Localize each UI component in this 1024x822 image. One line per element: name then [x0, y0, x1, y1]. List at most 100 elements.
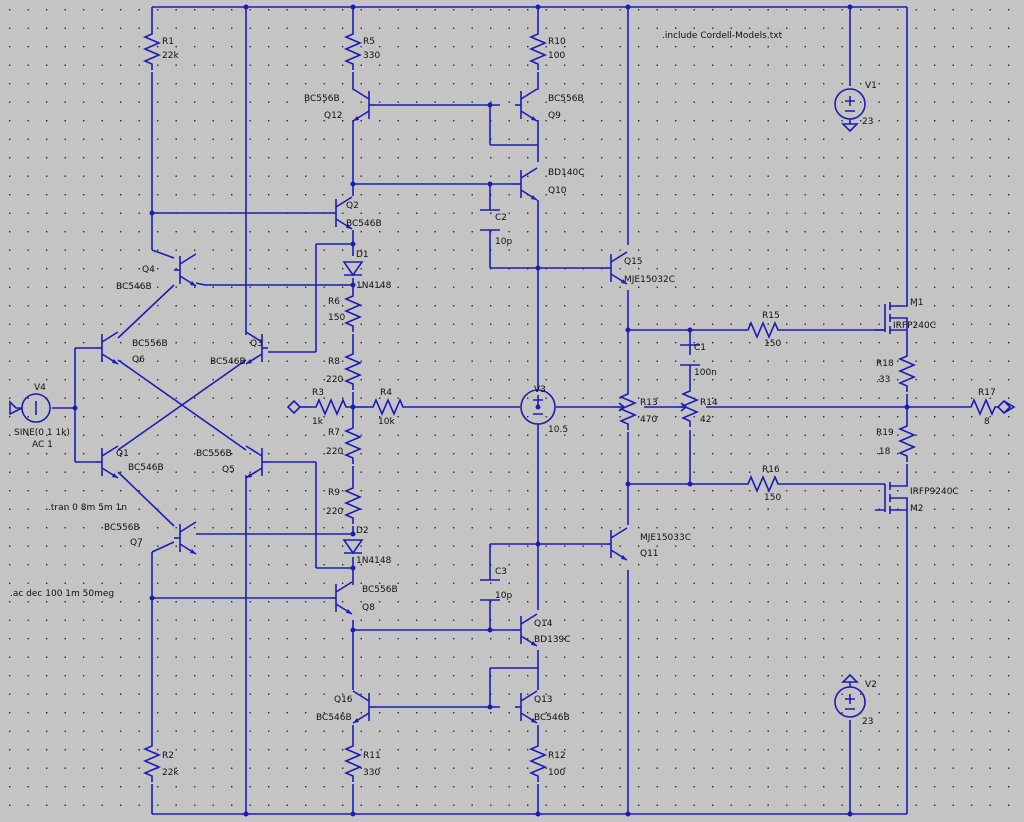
- transistor-q7[interactable]: [174, 521, 197, 555]
- labels: .include Cordell-Models.txt .tran 0 8m 5…: [10, 31, 996, 778]
- r3-ref: R3: [312, 388, 324, 398]
- c1-ref: C1: [694, 343, 706, 353]
- r12-ref: R12: [548, 751, 566, 761]
- capacitor-c3[interactable]: [480, 579, 500, 601]
- transistor-q1[interactable]: [96, 445, 119, 479]
- resistor-r8[interactable]: [343, 348, 363, 390]
- r17-value: 8: [984, 417, 990, 427]
- transistor-q14[interactable]: [515, 613, 538, 647]
- q13-ref: Q13: [534, 695, 553, 705]
- r7-value: 220: [326, 447, 343, 457]
- q5-value: BC556B: [196, 449, 232, 459]
- r16-ref: R16: [762, 465, 780, 475]
- q9-ref: Q9: [548, 111, 561, 121]
- r9-ref: R9: [328, 488, 340, 498]
- resistor-r4[interactable]: [367, 397, 411, 417]
- r13-value: 470: [640, 415, 657, 425]
- r7-ref: R7: [328, 428, 340, 438]
- resistor-r18[interactable]: [897, 350, 917, 392]
- r11-ref: R11: [363, 751, 381, 761]
- q10-value: BD140C: [548, 168, 585, 178]
- m2-ref: M2: [910, 504, 924, 514]
- r15-ref: R15: [762, 311, 780, 321]
- voltage-source-v1[interactable]: [834, 88, 866, 133]
- d2-ref: D2: [356, 526, 369, 536]
- resistor-r2[interactable]: [142, 740, 162, 782]
- capacitor-c2[interactable]: [480, 209, 500, 231]
- diode-d1[interactable]: [342, 261, 364, 277]
- resistor-r9[interactable]: [343, 482, 363, 524]
- resistor-r10[interactable]: [528, 28, 548, 70]
- transistor-q13[interactable]: [515, 690, 538, 724]
- voltage-source-v3[interactable]: [520, 389, 556, 425]
- transistor-q12[interactable]: [352, 88, 375, 122]
- q15-value: MJE15032C: [624, 275, 675, 285]
- resistor-r3[interactable]: [310, 397, 354, 417]
- m1-ref: M1: [910, 298, 924, 308]
- mosfet-m1[interactable]: [875, 300, 908, 336]
- transistor-q15[interactable]: [605, 251, 628, 285]
- q14-value: BD139C: [534, 635, 571, 645]
- q12-ref: Q12: [324, 111, 343, 121]
- capacitor-c1[interactable]: [680, 344, 700, 366]
- v2-value: 23: [862, 717, 873, 727]
- q10-ref: Q10: [548, 186, 567, 196]
- diode-d2[interactable]: [342, 539, 364, 555]
- q2-value: BC546B: [346, 219, 382, 229]
- transistor-q9[interactable]: [515, 88, 538, 122]
- q8-ref: Q8: [362, 603, 375, 613]
- mosfet-m2[interactable]: [875, 480, 908, 516]
- resistor-r13[interactable]: [612, 388, 638, 430]
- q1-ref: Q1: [116, 449, 129, 459]
- v1-ref: V1: [865, 81, 877, 91]
- q14-ref: Q14: [534, 619, 553, 629]
- c3-ref: C3: [495, 567, 507, 577]
- q4-ref: Q4: [142, 265, 155, 275]
- resistor-r5[interactable]: [343, 28, 363, 70]
- resistor-r19[interactable]: [897, 420, 917, 462]
- r17-ref: R17: [978, 388, 996, 398]
- r19-ref: R19: [876, 428, 894, 438]
- r14-ref: R14: [700, 398, 718, 408]
- transistor-q3[interactable]: [245, 331, 268, 365]
- resistor-r15[interactable]: [740, 320, 790, 340]
- q8-value: BC556B: [362, 585, 398, 595]
- r13-ref: R13: [640, 398, 658, 408]
- voltage-source-v4[interactable]: [9, 393, 51, 423]
- resistor-r1[interactable]: [142, 28, 162, 70]
- transistor-q2[interactable]: [330, 196, 353, 230]
- transistor-q16[interactable]: [352, 690, 375, 724]
- q4-value: BC546B: [116, 282, 152, 292]
- transistor-q5[interactable]: [245, 445, 268, 479]
- m2-value: IRFP9240C: [910, 487, 959, 497]
- transistor-q4[interactable]: [174, 253, 197, 287]
- transistor-q11[interactable]: [605, 527, 628, 561]
- r10-ref: R10: [548, 37, 566, 47]
- q9-value: BC556B: [548, 94, 584, 104]
- q11-value: MJE15033C: [640, 533, 691, 543]
- junctions: [72, 4, 910, 817]
- transistor-q10[interactable]: [515, 167, 538, 201]
- transistor-q8[interactable]: [330, 581, 353, 615]
- q7-value: BC556B: [104, 523, 140, 533]
- transistor-q6[interactable]: [96, 331, 119, 365]
- resistor-r7[interactable]: [343, 422, 363, 464]
- resistor-r12[interactable]: [528, 740, 548, 782]
- resistor-r11[interactable]: [343, 740, 363, 782]
- c2-value: 10p: [495, 237, 512, 247]
- q15-ref: Q15: [624, 257, 643, 267]
- r4-value: 10k: [378, 417, 395, 427]
- resistor-r14[interactable]: [676, 385, 700, 427]
- resistor-r16[interactable]: [740, 474, 790, 494]
- q1-value: BC546B: [128, 463, 164, 473]
- voltage-source-v2[interactable]: [834, 673, 866, 718]
- m1-value: IRFP240C: [893, 321, 936, 331]
- q7-ref: Q7: [130, 538, 143, 548]
- d1-value: 1N4148: [356, 281, 392, 291]
- r4-ref: R4: [380, 388, 392, 398]
- r14-value: 42: [700, 415, 711, 425]
- resistor-r6[interactable]: [343, 290, 363, 332]
- resistor-r17[interactable]: [965, 397, 999, 417]
- r18-value: .33: [876, 375, 890, 385]
